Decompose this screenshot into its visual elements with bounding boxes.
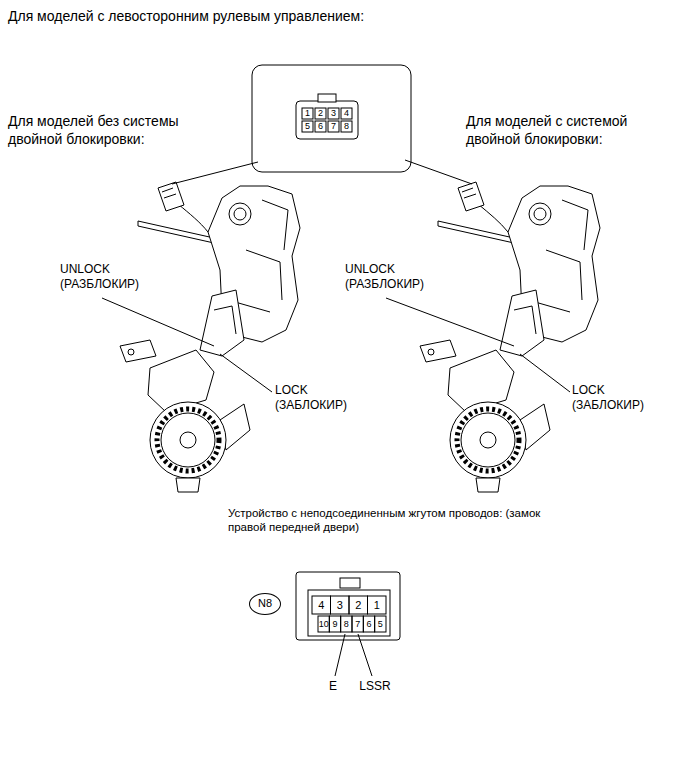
position-label: LOCK (ЗАБЛОКИР)	[275, 383, 347, 413]
pin-cell	[328, 121, 339, 132]
pin-cell	[363, 616, 374, 632]
signal-name: E	[329, 679, 337, 693]
pin-cell	[318, 616, 329, 632]
pin-cell	[315, 121, 326, 132]
pin-number: 3	[337, 599, 343, 612]
pin-number: 6	[318, 121, 323, 132]
connector-shell	[296, 101, 358, 139]
pin-cell	[328, 108, 339, 119]
connector-shell	[296, 572, 400, 640]
variant-heading: Для моделей с системой двойной блокировк…	[466, 113, 666, 148]
pin-number: 10	[319, 619, 329, 630]
pin-number: 8	[344, 121, 349, 132]
pin-cell	[368, 596, 387, 614]
pin-number: 1	[305, 108, 310, 119]
door-lock-actuator	[420, 182, 600, 492]
position-label: UNLOCK (РАЗБЛОКИР)	[345, 262, 424, 292]
connector-latch	[318, 94, 336, 102]
pin-cells	[302, 108, 352, 132]
pin-cell	[312, 596, 331, 614]
signal-name: LSSR	[359, 679, 390, 693]
pin-number: 7	[355, 619, 360, 630]
position-label: UNLOCK (РАЗБЛОКИР)	[60, 262, 139, 292]
pin-cell	[302, 108, 313, 119]
inset-leader	[172, 160, 472, 184]
pin-number: 2	[355, 599, 361, 612]
pin-cell	[375, 616, 386, 632]
connector-id: N8	[258, 597, 272, 610]
position-label: LOCK (ЗАБЛОКИР)	[572, 383, 644, 413]
pin-cell	[315, 108, 326, 119]
pin-number: 4	[318, 599, 324, 612]
pin-cell	[341, 108, 352, 119]
pin-number: 4	[344, 108, 349, 119]
pin-cell	[341, 616, 352, 632]
connector-latch	[340, 578, 360, 588]
pin-number: 7	[331, 121, 336, 132]
pin-leader	[335, 634, 372, 676]
pin-cell	[341, 121, 352, 132]
pin-number: 3	[331, 108, 336, 119]
pin-number: 8	[344, 619, 349, 630]
variant-heading: Для моделей без системы двойной блокиров…	[8, 113, 223, 148]
lock-leader	[102, 298, 570, 392]
pin-cell	[349, 596, 368, 614]
pin-cell	[331, 596, 350, 614]
pin-cell	[302, 121, 313, 132]
pin-cells	[312, 596, 386, 632]
pin-number: 5	[305, 121, 310, 132]
pin-number: 9	[332, 619, 337, 630]
inset-frame	[252, 65, 411, 172]
pin-cell	[352, 616, 363, 632]
pin-cell	[329, 616, 340, 632]
pin-number: 6	[366, 619, 371, 630]
connector-frame	[308, 590, 390, 636]
pin-number: 5	[378, 619, 383, 630]
pin-number: 1	[374, 599, 380, 612]
diagram-title: Для моделей с левосторонним рулевым упра…	[8, 8, 364, 26]
caption-note: Устройство с неподсоединенным жгутом про…	[228, 506, 543, 535]
door-lock-actuator	[120, 182, 300, 492]
pin-number: 2	[318, 108, 323, 119]
connector-id-circle: N8	[249, 593, 281, 615]
